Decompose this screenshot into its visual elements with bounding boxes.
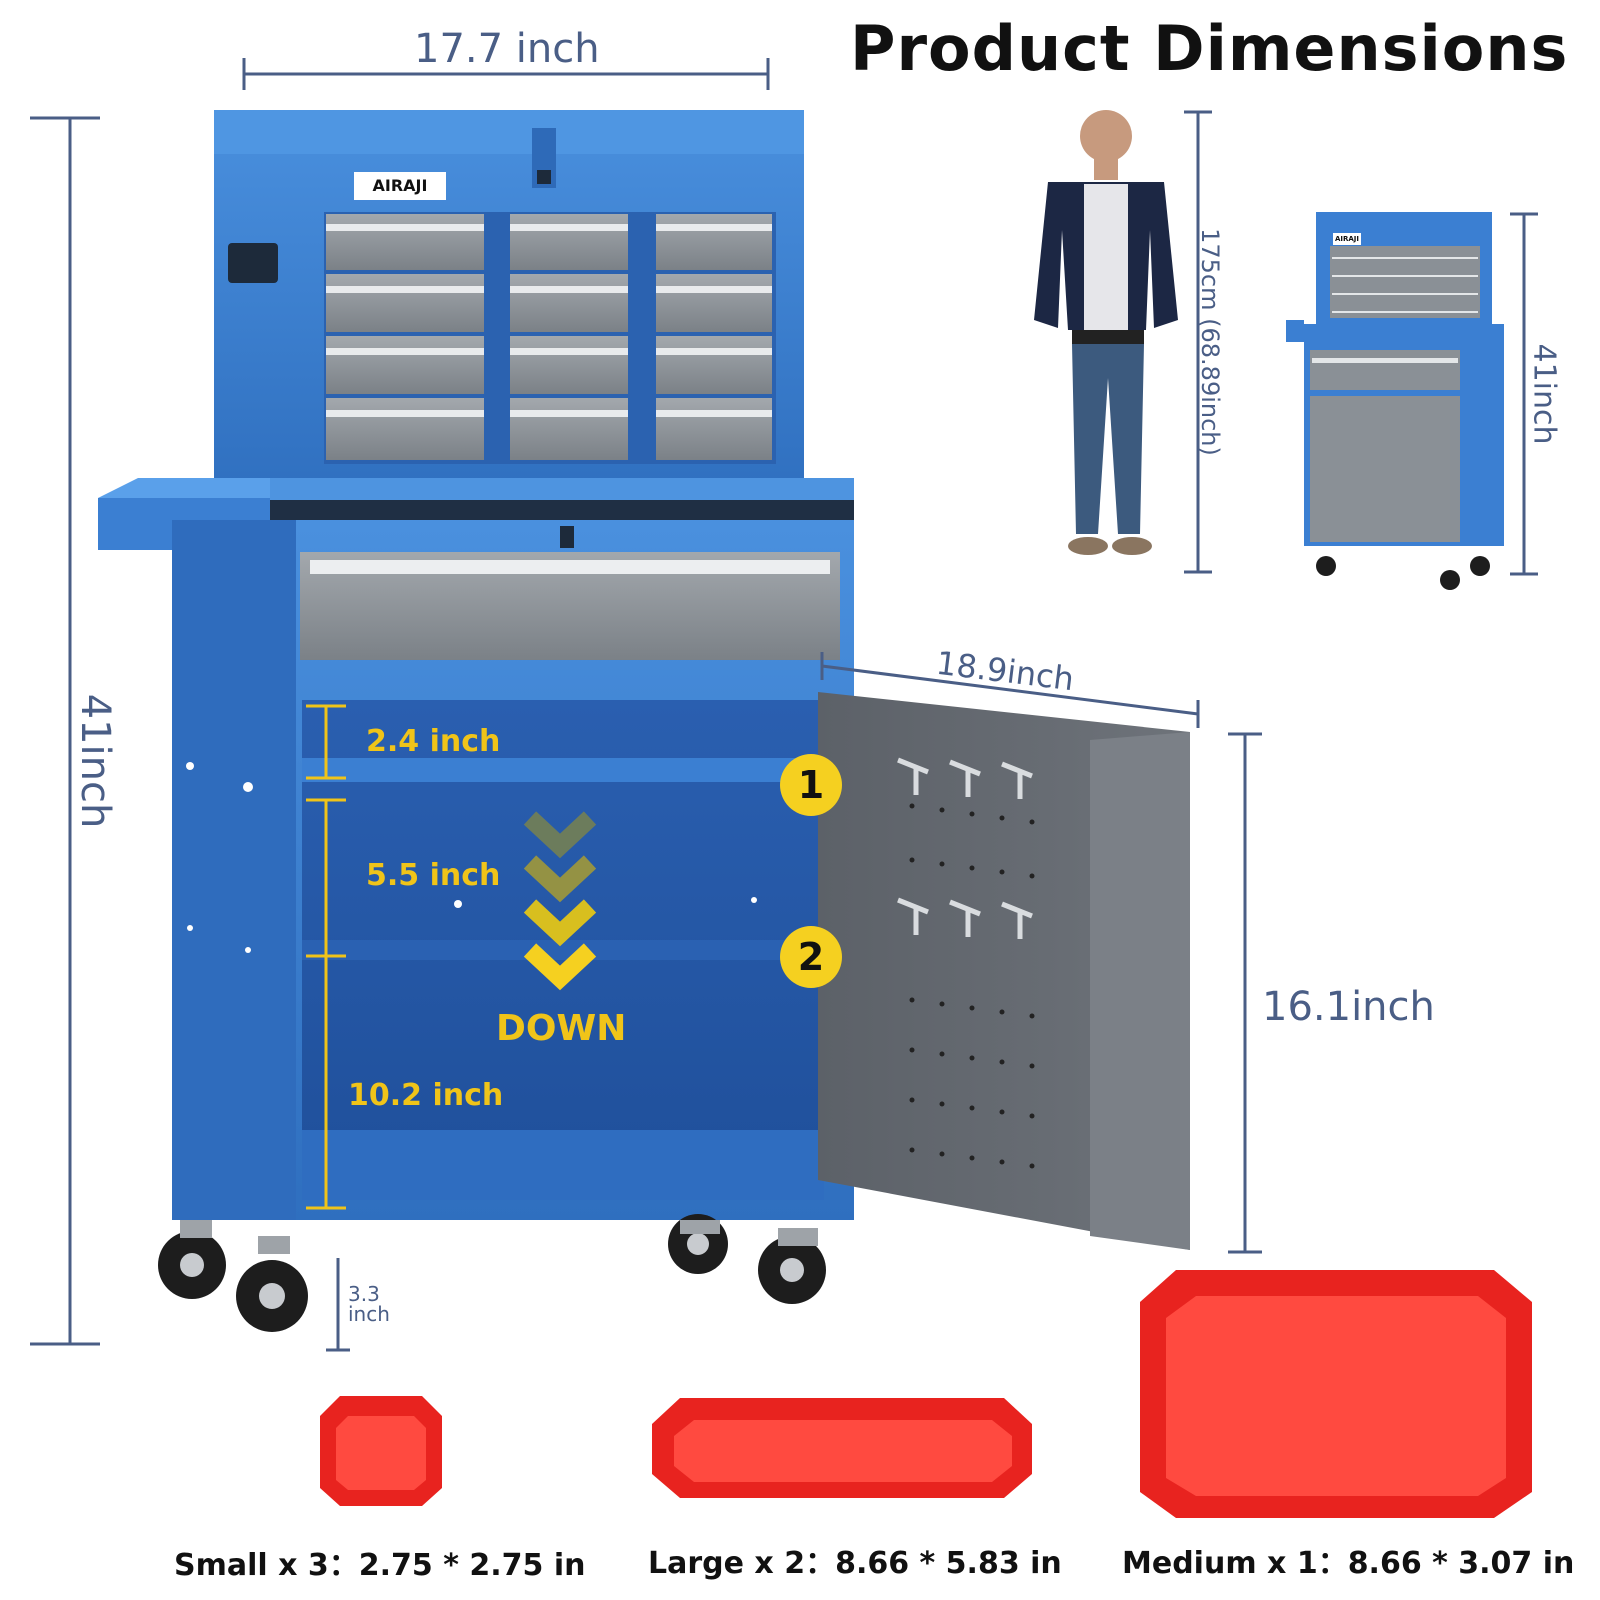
cabinet-door xyxy=(818,692,1190,1250)
person-reference xyxy=(1034,110,1178,555)
top-width-label: 17.7 inch xyxy=(414,26,600,72)
tray-large xyxy=(652,1398,1032,1498)
shelf-bottom-label: 10.2 inch xyxy=(348,1078,504,1113)
tray-small-caption: Small x 3：2.75 * 2.75 in xyxy=(174,1548,586,1583)
top-drawers xyxy=(326,214,772,460)
door-hooks xyxy=(897,757,1033,939)
reference-model xyxy=(1286,212,1504,590)
shelf-mid-label: 5.5 inch xyxy=(366,858,501,893)
down-label: DOWN xyxy=(496,1008,627,1049)
tray-small xyxy=(320,1396,442,1506)
page-title: Product Dimensions xyxy=(850,12,1569,85)
side-handle-left xyxy=(228,243,278,283)
overall-height-label: 41inch xyxy=(72,693,118,829)
shelf-top-label: 2.4 inch xyxy=(366,724,501,759)
wheel-height-value: 3.3 xyxy=(348,1282,380,1306)
reference-model-height-label: 41inch xyxy=(1526,343,1562,445)
casters xyxy=(158,1214,826,1332)
person-height-label: 175cm (68.89inch) xyxy=(1196,228,1224,456)
shelf-position-badge-2: 2 xyxy=(780,926,842,988)
door-height-label: 16.1inch xyxy=(1262,984,1435,1030)
wheel-height-unit: inch xyxy=(348,1302,390,1326)
brand-logo: AIRAJI xyxy=(354,172,446,200)
shelf-1 xyxy=(302,758,824,782)
brand-logo-small: AIRAJI xyxy=(1333,233,1361,245)
tray-medium-caption: Medium x 1：8.66 * 3.07 in xyxy=(1122,1546,1575,1581)
cabinet-drawer-handle xyxy=(310,560,830,574)
shelf-2 xyxy=(302,940,824,960)
bottom-cabinet xyxy=(172,478,854,1220)
dimension-lines xyxy=(30,58,1538,1352)
down-arrows xyxy=(523,811,597,991)
tray-medium xyxy=(1140,1270,1532,1518)
top-chest xyxy=(214,110,804,500)
tray-large-caption: Large x 2：8.66 * 5.83 in xyxy=(648,1546,1062,1581)
interior-dimension-lines xyxy=(306,704,346,1210)
shelf-position-badge-1: 1 xyxy=(780,754,842,816)
